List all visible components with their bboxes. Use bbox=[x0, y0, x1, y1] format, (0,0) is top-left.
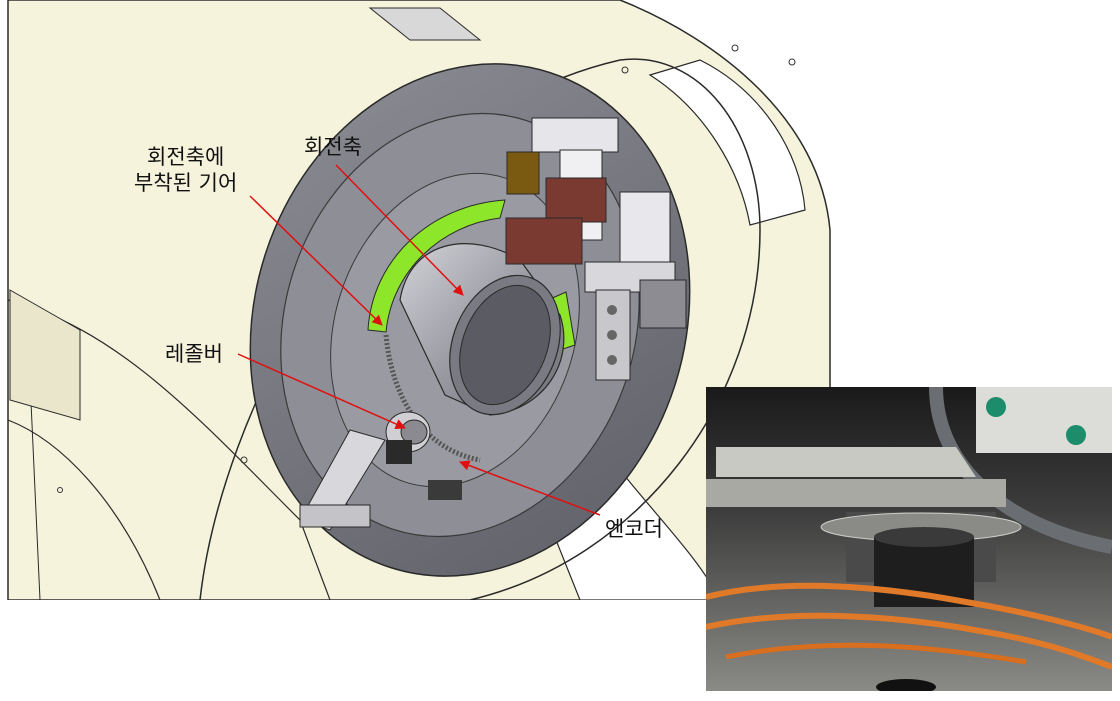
label-resolver: 레졸버 bbox=[165, 342, 223, 366]
arrow-resolver bbox=[237, 353, 406, 429]
label-shaft-gear: 회전축에 부착된 기어 bbox=[134, 144, 237, 196]
arrow-encoder bbox=[459, 460, 601, 516]
label-rotation-shaft: 회전축 bbox=[304, 135, 362, 159]
label-shaft-gear-line2: 부착된 기어 bbox=[134, 171, 238, 195]
assembly-photo bbox=[706, 387, 1112, 691]
rotation-shaft bbox=[399, 243, 565, 416]
brake-actuator bbox=[505, 117, 687, 381]
cad-assembly-drawing bbox=[7, 0, 831, 600]
arrow-shaft bbox=[335, 164, 464, 296]
label-encoder: 엔코더 bbox=[605, 517, 663, 541]
arrow-gear bbox=[249, 195, 383, 326]
label-shaft-gear-line1: 회전축에 bbox=[147, 145, 225, 169]
